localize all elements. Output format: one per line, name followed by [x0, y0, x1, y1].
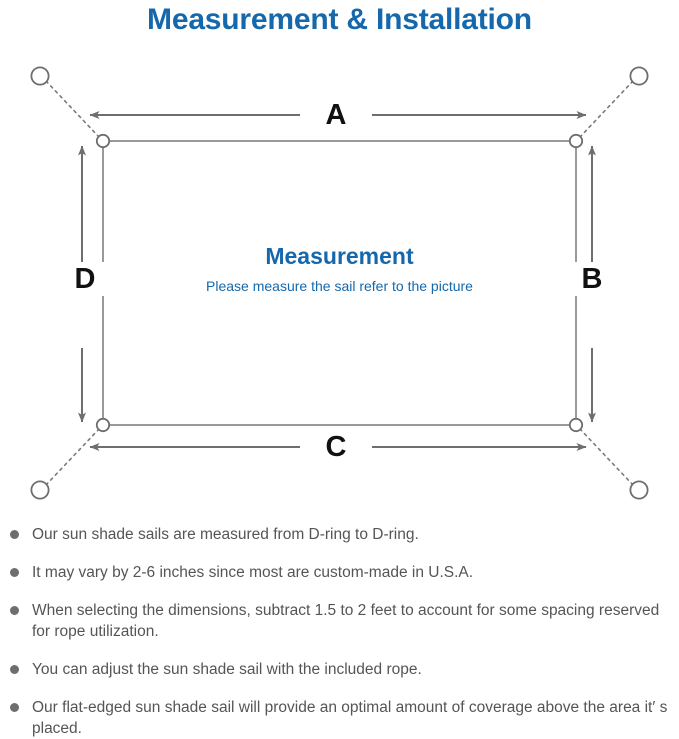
rope-bottom-right: [579, 428, 634, 486]
bullet-icon: [10, 703, 19, 712]
dimension-label-c: C: [306, 430, 366, 464]
dimension-label-a: A: [306, 98, 366, 132]
bullet-icon: [10, 606, 19, 615]
dimension-label-b: B: [570, 262, 614, 296]
diagram-center-title: Measurement: [265, 243, 414, 269]
sail-measurement-diagram: [0, 48, 679, 518]
notes-list: Our sun shade sails are measured from D-…: [0, 524, 679, 739]
bullet-icon: [10, 665, 19, 674]
bullet-icon: [10, 568, 19, 577]
rope-top-left: [45, 80, 100, 138]
anchor-ring-top-right: [629, 66, 649, 86]
list-item: Our flat-edged sun shade sail will provi…: [0, 697, 679, 739]
d-ring-bottom-right: [568, 417, 584, 433]
dimension-label-d: D: [63, 262, 107, 296]
list-item-text: When selecting the dimensions, subtract …: [32, 602, 660, 640]
anchor-ring-bottom-right: [629, 480, 649, 500]
bullet-icon: [10, 530, 19, 539]
list-item: It may vary by 2-6 inches since most are…: [0, 562, 679, 583]
list-item-text: It may vary by 2-6 inches since most are…: [32, 564, 474, 581]
rope-top-right: [579, 80, 634, 138]
diagram-center-subtitle: Please measure the sail refer to the pic…: [206, 278, 473, 294]
list-item: You can adjust the sun shade sail with t…: [0, 659, 679, 680]
anchor-ring-bottom-left: [30, 480, 50, 500]
rope-lines: [45, 80, 634, 486]
rope-bottom-left: [45, 428, 100, 486]
d-ring-bottom-left: [95, 417, 111, 433]
list-item: Our sun shade sails are measured from D-…: [0, 524, 679, 545]
d-ring-top-right: [568, 133, 584, 149]
list-item: When selecting the dimensions, subtract …: [0, 600, 679, 642]
page-title: Measurement & Installation: [147, 3, 532, 36]
d-rings: [95, 133, 584, 433]
list-item-text: Our flat-edged sun shade sail will provi…: [32, 699, 668, 737]
d-ring-top-left: [95, 133, 111, 149]
anchor-ring-top-left: [30, 66, 50, 86]
list-item-text: You can adjust the sun shade sail with t…: [32, 661, 422, 678]
list-item-text: Our sun shade sails are measured from D-…: [32, 526, 419, 543]
anchor-rings: [30, 66, 649, 500]
